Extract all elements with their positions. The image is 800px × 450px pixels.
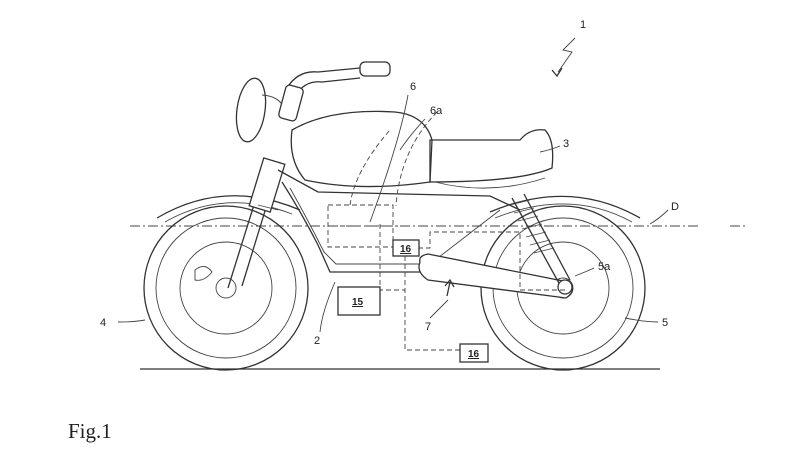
figure-caption: Fig.1 <box>68 419 112 443</box>
front-wheel <box>144 206 308 370</box>
swing-arm-arrow <box>447 282 450 296</box>
ref-label-2: 2 <box>314 335 320 347</box>
sensor-box-lower: 16 <box>460 344 488 362</box>
front-fender <box>157 196 300 218</box>
sensor-box-upper: 16 <box>393 240 419 256</box>
svg-text:15: 15 <box>352 297 364 308</box>
ref-label-6: 6 <box>410 81 416 93</box>
fuel-tank <box>291 111 432 186</box>
control-unit-box: 15 <box>338 287 380 315</box>
overall-arrow <box>558 38 575 72</box>
rear-shock <box>510 194 570 285</box>
ref-label-1: 1 <box>580 19 586 31</box>
swing-arm <box>419 254 573 298</box>
ref-label-7: 7 <box>425 321 431 333</box>
ref-label-d: D <box>671 201 679 213</box>
headlight <box>233 76 270 143</box>
ref-label-5a: 5a <box>598 261 611 273</box>
rear-axle <box>558 280 572 294</box>
ref-label-5: 5 <box>662 317 668 329</box>
ref-label-3: 3 <box>563 138 569 150</box>
svg-text:16: 16 <box>468 349 480 360</box>
ref-label-4: 4 <box>100 317 106 329</box>
handlebar <box>278 62 390 122</box>
seat <box>430 130 553 182</box>
svg-text:16: 16 <box>400 244 412 255</box>
ref-label-6a: 6a <box>430 105 443 117</box>
